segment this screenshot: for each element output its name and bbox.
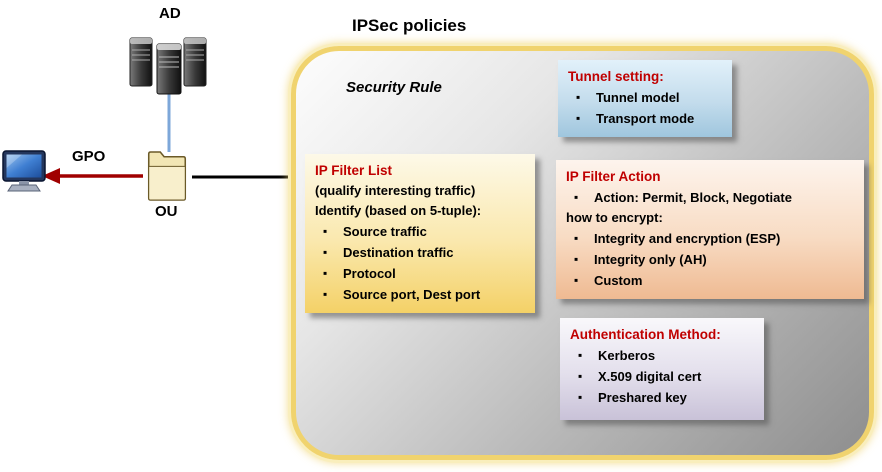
list-item: Source port, Dest port xyxy=(313,284,527,305)
diagram-title: IPSec policies xyxy=(352,16,467,35)
ip-filter-list-subtitle: Identify (based on 5-tuple): xyxy=(315,203,482,218)
ip-filter-list: Source traffic Destination traffic Proto… xyxy=(313,221,527,305)
list-item: Custom xyxy=(564,270,856,291)
authentication-method-box: Authentication Method: Kerberos X.509 di… xyxy=(560,318,764,420)
ip-filter-list-box: IP Filter List (qualify interesting traf… xyxy=(305,154,535,313)
authentication-method-list: Kerberos X.509 digital cert Preshared ke… xyxy=(568,345,756,408)
list-item: Protocol xyxy=(313,263,527,284)
ip-filter-action-subtitle: how to encrypt: xyxy=(566,210,663,225)
security-rule-label: Security Rule xyxy=(346,79,442,96)
tunnel-setting-list: Tunnel model Transport mode xyxy=(566,87,724,129)
ip-filter-action-encrypt-list: Integrity and encryption (ESP) Integrity… xyxy=(564,228,856,291)
list-item: Integrity and encryption (ESP) xyxy=(564,228,856,249)
list-item: Destination traffic xyxy=(313,242,527,263)
ipsec-policies-container: Security Rule Tunnel setting: Tunnel mod… xyxy=(291,46,874,460)
ip-filter-list-subtitle: (qualify interesting traffic) xyxy=(315,183,476,198)
list-item: Kerberos xyxy=(568,345,756,366)
list-item: Source traffic xyxy=(313,221,527,242)
list-item: Tunnel model xyxy=(566,87,724,108)
ou-folder-icon xyxy=(147,151,187,201)
ou-label: OU xyxy=(155,203,178,220)
gpo-arrow xyxy=(42,168,143,184)
ad-servers-icon xyxy=(129,37,207,95)
ip-filter-action-list: Action: Permit, Block, Negotiate xyxy=(564,187,856,208)
ip-filter-action-box: IP Filter Action Action: Permit, Block, … xyxy=(556,160,864,299)
tunnel-setting-header: Tunnel setting: xyxy=(568,69,664,84)
ip-filter-list-header: IP Filter List xyxy=(315,163,393,178)
list-item: X.509 digital cert xyxy=(568,366,756,387)
tunnel-setting-box: Tunnel setting: Tunnel model Transport m… xyxy=(558,60,732,137)
list-item: Transport mode xyxy=(566,108,724,129)
monitor-icon xyxy=(2,150,46,192)
list-item: Preshared key xyxy=(568,387,756,408)
list-item: Integrity only (AH) xyxy=(564,249,856,270)
ad-label: AD xyxy=(159,5,181,22)
gpo-label: GPO xyxy=(72,148,106,165)
list-item: Action: Permit, Block, Negotiate xyxy=(564,187,856,208)
authentication-method-header: Authentication Method: xyxy=(570,327,721,342)
ip-filter-action-header: IP Filter Action xyxy=(566,169,661,184)
